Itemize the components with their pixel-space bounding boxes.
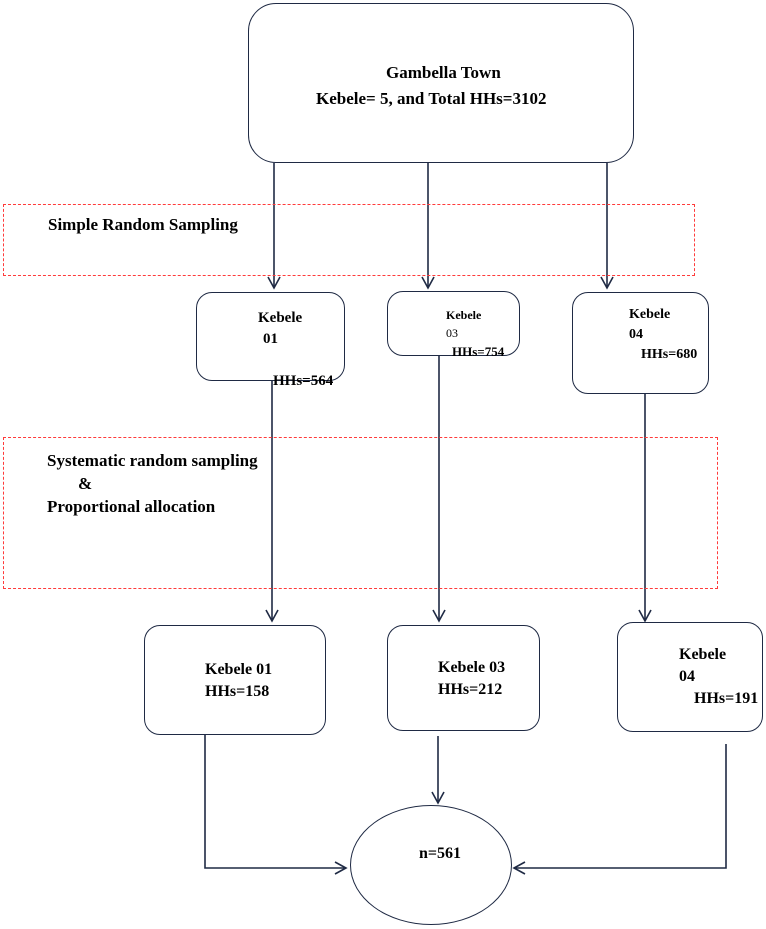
stage-systematic-sampling — [3, 437, 718, 589]
arrow-sample04-to-total — [512, 744, 727, 875]
sample-04-label: Kebele — [679, 646, 727, 663]
top-box-gambella-town — [248, 3, 634, 163]
stage-systematic-line2: & — [78, 474, 93, 493]
sample-01-label: Kebele 01 — [205, 661, 273, 678]
top-box-subtitle: Kebele= 5, and Total HHs=3102 — [316, 89, 547, 108]
stage-systematic-line3: Proportional allocation — [47, 497, 216, 516]
kebele-03-population-box — [387, 291, 520, 356]
kebele-01-sample-box — [144, 625, 326, 735]
kebele-04-name: Kebele — [629, 307, 671, 322]
kebele-01-id: 01 — [263, 331, 278, 347]
sample-03-hhs: HHs=212 — [438, 681, 503, 698]
kebele-01-name: Kebele — [258, 310, 303, 326]
kebele-04-population-box — [572, 292, 709, 394]
kebele-03-sample-box — [387, 625, 540, 731]
kebele-03-name: Kebele — [446, 308, 482, 322]
kebele-04-hhs: HHs=680 — [641, 347, 698, 362]
stage-simple-random-sampling-label: Simple Random Sampling — [48, 215, 238, 234]
total-sample-label: n=561 — [419, 845, 462, 862]
kebele-04-sample-box — [617, 622, 763, 732]
kebele-03-hhs: HHs=754 — [452, 344, 505, 359]
sample-03-label: Kebele 03 — [438, 659, 506, 676]
sample-01-hhs: HHs=158 — [205, 683, 270, 700]
arrow-sample01-to-total — [204, 732, 348, 875]
sample-04-id: 04 — [679, 668, 695, 685]
top-box-title: Gambella Town — [386, 63, 501, 82]
kebele-04-id: 04 — [629, 327, 643, 342]
total-sample-ellipse — [350, 805, 512, 925]
stage-simple-random-sampling — [3, 204, 695, 276]
kebele-03-id: 03 — [446, 326, 458, 340]
sample-04-hhs: HHs=191 — [694, 690, 759, 707]
kebele-01-hhs: HHs=564 — [273, 373, 334, 389]
stage-systematic-line1: Systematic random sampling — [47, 451, 258, 470]
kebele-01-population-box — [196, 292, 345, 381]
